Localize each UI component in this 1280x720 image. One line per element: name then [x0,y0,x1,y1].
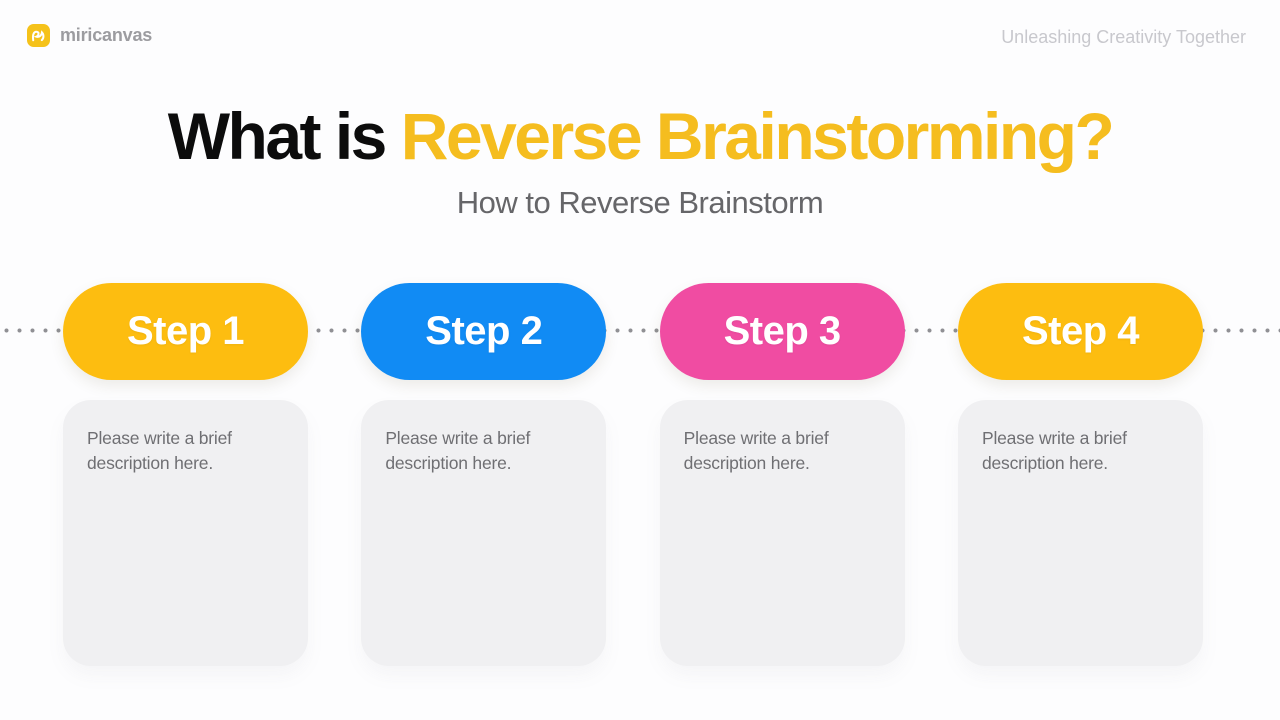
step-3-label: Step 3 [723,309,842,353]
step-3-pill[interactable]: Step 3 [659,283,905,380]
title-prefix: What is [167,99,401,173]
timeline-dotted-line [0,328,1280,333]
step-4-pill[interactable]: Step 4 [957,283,1203,380]
step-2-label: Step 2 [425,309,543,353]
step-1-description-placeholder[interactable]: Please write a brief description here. [87,428,232,473]
step-4-description-placeholder[interactable]: Please write a brief description here. [981,428,1127,473]
step-2-pill[interactable]: Step 2 [361,283,607,380]
header-bar: miricanvas Unleashing Creativity Togethe… [0,0,1280,72]
step-4-description-card[interactable]: Please write a brief description here. [957,400,1203,666]
step-1-description-card[interactable]: Please write a brief description here. [63,400,308,666]
page-title: What is Reverse Brainstorming? [0,100,1280,173]
step-1-pill[interactable]: Step 1 [63,283,308,380]
steps-row: Step 1 Please write a brief description … [63,283,1203,666]
step-1-label: Step 1 [126,309,245,353]
miricanvas-logo-icon [27,24,50,47]
brand-name: miricanvas [60,25,153,45]
step-4-label: Step 4 [1021,309,1140,353]
title-highlight: Reverse Brainstorming? [400,99,1115,173]
title-block: What is Reverse Brainstorming? How to Re… [0,100,1280,221]
page-subtitle: How to Reverse Brainstorm [456,184,824,220]
step-2-description-card[interactable]: Please write a brief description here. [361,400,607,666]
step-3-description-placeholder[interactable]: Please write a brief description here. [683,428,829,473]
step-column-2: Step 2 Please write a brief description … [361,283,607,666]
header-tagline: Unleashing Creativity Together [1001,27,1246,47]
step-3-description-card[interactable]: Please write a brief description here. [659,400,905,666]
brand: miricanvas [27,24,152,47]
step-column-1: Step 1 Please write a brief description … [63,283,308,666]
step-2-description-placeholder[interactable]: Please write a brief description here. [385,428,531,473]
step-column-4: Step 4 Please write a brief description … [957,283,1203,666]
step-column-3: Step 3 Please write a brief description … [659,283,905,666]
